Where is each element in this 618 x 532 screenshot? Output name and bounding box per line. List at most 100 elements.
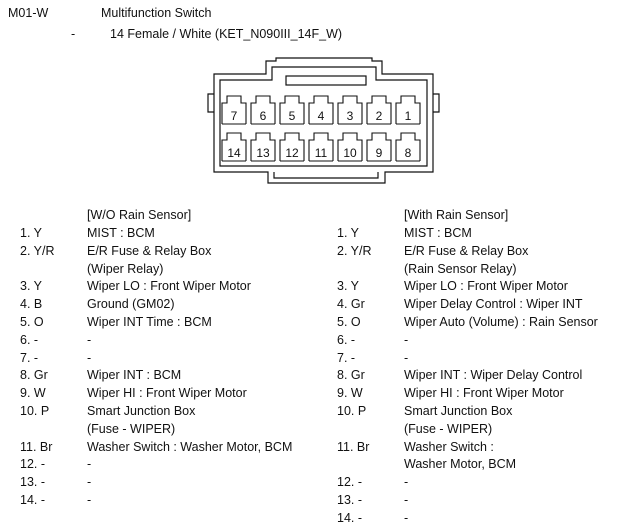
pin-cavity-6: 6 (250, 95, 276, 125)
pin-description: - (87, 493, 92, 507)
pin-description: E/R Fuse & Relay Box (87, 243, 212, 258)
pin-description: - (404, 332, 409, 347)
pin-number: 6 (260, 109, 267, 123)
pin-description: - (404, 510, 409, 525)
pin-wire-code: 9. W (20, 386, 46, 401)
pin-description: - (87, 457, 92, 472)
pin-row-bottom: 14 13 12 11 10 9 8 (221, 132, 421, 162)
pin-wire-code: 4. B (20, 297, 43, 312)
pin-wire-code: 2. Y/R (20, 243, 55, 258)
pin-cavity-11: 11 (308, 132, 334, 162)
pin-description: Wiper Delay Control : Wiper INT (404, 297, 583, 312)
pin-wire-code: 11. Br (20, 439, 53, 454)
pin-description: (Fuse - WIPER) (87, 421, 176, 436)
connector-side-latch-left (207, 93, 214, 113)
pin-number: 12 (285, 146, 299, 160)
pin-description: (Wiper Relay) (87, 261, 164, 276)
pin-wire-code: 3. Y (337, 279, 360, 294)
pin-cavity-1: 1 (395, 95, 421, 125)
pin-number: 5 (289, 109, 296, 123)
pin-description: - (404, 493, 409, 507)
pin-wire-code: 7. - (337, 350, 356, 365)
pin-cavity-9: 9 (366, 132, 392, 162)
pin-cavity-5: 5 (279, 95, 305, 125)
connector-diagram: 7 6 5 4 3 2 1 14 13 12 11 10 9 8 (207, 57, 440, 184)
pin-wire-code: 8. Gr (20, 368, 48, 383)
pin-description: Wiper INT Time : BCM (87, 315, 212, 329)
pin-cavity-3: 3 (337, 95, 363, 125)
pin-number: 9 (376, 146, 383, 160)
pin-wire-code: 14. - (337, 510, 363, 525)
spec-dash: - (71, 27, 76, 41)
pin-number: 11 (315, 146, 328, 160)
connector-lock-rail (273, 172, 379, 179)
pin-wire-code: 12. - (20, 457, 46, 472)
pin-number: 7 (231, 109, 238, 123)
pin-cavity-14: 14 (221, 132, 247, 162)
pin-wire-code: 11. Br (337, 439, 370, 454)
pin-description: MIST : BCM (87, 226, 155, 240)
pin-wire-code: 5. O (337, 315, 361, 329)
pin-description: - (404, 475, 409, 490)
pin-wire-code: 12. - (337, 475, 363, 490)
pin-cavity-4: 4 (308, 95, 334, 125)
pin-number: 14 (227, 146, 241, 160)
pin-wire-code: 13. - (337, 493, 363, 507)
pin-number: 1 (405, 109, 412, 123)
left-table-heading: [W/O Rain Sensor] (87, 208, 192, 222)
pin-cavity-10: 10 (337, 132, 363, 162)
pin-wire-code: 13. - (20, 475, 46, 490)
pin-description: Wiper LO : Front Wiper Motor (404, 279, 568, 294)
pin-number: 10 (343, 146, 357, 160)
pin-wire-code: 6. - (337, 332, 356, 347)
pin-description: Wiper INT : BCM (87, 368, 182, 383)
pin-description: Ground (GM02) (87, 297, 175, 312)
pin-wire-code: 4. Gr (337, 297, 365, 312)
pin-cavity-2: 2 (366, 95, 392, 125)
pin-wire-code: 9. W (337, 386, 363, 401)
pin-description: Wiper INT : Wiper Delay Control (404, 368, 583, 383)
pin-description: Smart Junction Box (404, 404, 513, 418)
pin-number: 13 (256, 146, 270, 160)
pin-wire-code: 6. - (20, 332, 39, 347)
connector-housing-inner (219, 66, 428, 167)
pin-description: Washer Switch : (404, 439, 494, 454)
pin-description: Wiper HI : Front Wiper Motor (87, 386, 247, 401)
pin-description: Wiper HI : Front Wiper Motor (404, 386, 564, 401)
pin-wire-code: 3. Y (20, 279, 43, 294)
pin-cavity-8: 8 (395, 132, 421, 162)
pin-number: 8 (405, 146, 412, 160)
pin-description: - (87, 350, 92, 365)
pin-number: 3 (347, 109, 354, 123)
pin-wire-code: 2. Y/R (337, 243, 372, 258)
pin-description: Wiper LO : Front Wiper Motor (87, 279, 251, 294)
connector-code: M01-W (8, 6, 49, 20)
pin-description: - (404, 350, 409, 365)
pin-description: E/R Fuse & Relay Box (404, 243, 529, 258)
pin-description: Wiper Auto (Volume) : Rain Sensor (404, 315, 598, 329)
pin-cavity-12: 12 (279, 132, 305, 162)
pin-number: 2 (376, 109, 383, 123)
right-table-heading: [With Rain Sensor] (404, 208, 509, 222)
pin-wire-code: 8. Gr (337, 368, 365, 383)
connector-side-latch-right (433, 93, 440, 113)
component-name: Multifunction Switch (101, 6, 212, 20)
connector-key-slot (285, 75, 367, 86)
pin-description: Smart Junction Box (87, 404, 196, 418)
pin-cavity-7: 7 (221, 95, 247, 125)
pin-wire-code: 5. O (20, 315, 44, 329)
pin-description: MIST : BCM (404, 226, 472, 240)
pin-wire-code: 10. P (20, 404, 50, 418)
pin-description: - (87, 475, 92, 490)
pin-number: 4 (318, 109, 325, 123)
pin-wire-code: 7. - (20, 350, 39, 365)
pin-description: - (87, 332, 92, 347)
pin-wire-code: 1. Y (20, 226, 43, 240)
pin-wire-code: 14. - (20, 493, 46, 507)
pin-cavity-13: 13 (250, 132, 276, 162)
pin-description: Washer Motor, BCM (404, 457, 517, 472)
connector-spec: 14 Female / White (KET_N090III_14F_W) (110, 27, 343, 41)
pin-wire-code: 1. Y (337, 226, 360, 240)
pin-description: Washer Switch : Washer Motor, BCM (87, 439, 293, 454)
pin-description: (Rain Sensor Relay) (404, 261, 517, 276)
